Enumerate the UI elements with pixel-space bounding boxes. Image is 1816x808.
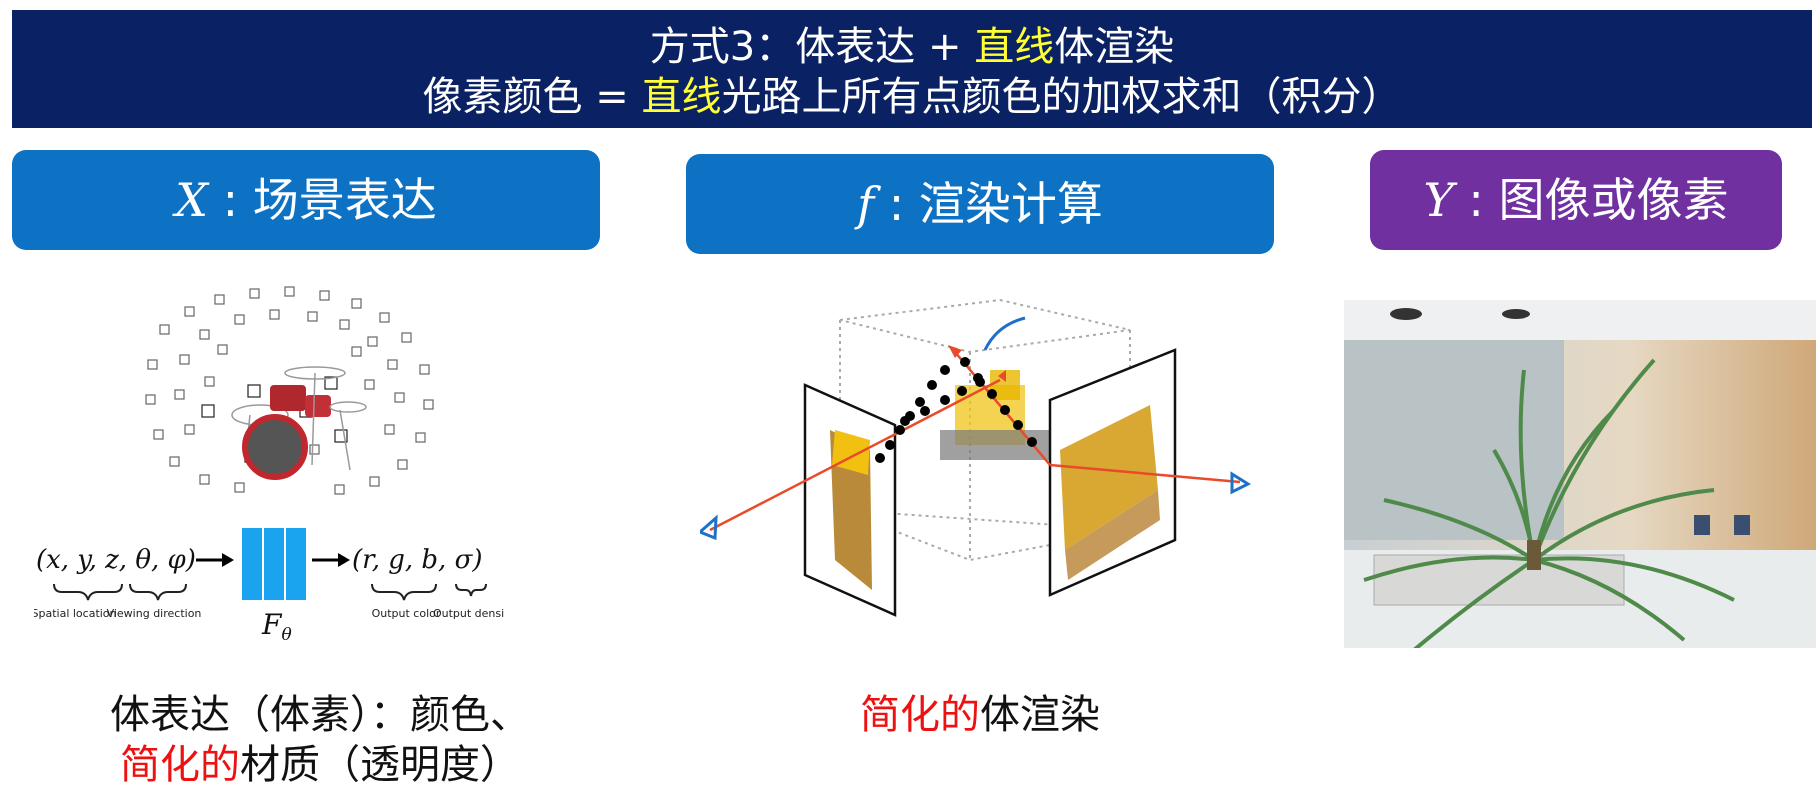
ray-arrow-left: [948, 345, 962, 358]
left-caption-line2: 简化的材质（透明度）: [60, 740, 580, 790]
title-banner: 方式3：体表达 + 直线体渲染 像素颜色 = 直线光路上所有点颜色的加权求和（积…: [12, 10, 1812, 128]
image-pixel-label: : 图像或像素: [1453, 173, 1729, 227]
banner-line1-highlight: 直线: [974, 24, 1055, 70]
banner-line1-text: 方式3：体表达 +: [649, 24, 975, 70]
sign-1: [1694, 515, 1710, 535]
banner-line2-suffix: 光路上所有点颜色的加权求和（积分）: [721, 74, 1402, 120]
network-label: Fθ: [261, 608, 292, 645]
camera-dome-illustration: [145, 286, 434, 495]
palm-trunk: [1527, 540, 1541, 570]
curved-indicator: [983, 316, 1026, 351]
image-pixel-header: Y : 图像或像素: [1370, 150, 1782, 250]
brace-spatial: [53, 583, 123, 601]
var-x: X: [175, 173, 208, 227]
var-y: Y: [1423, 173, 1454, 227]
ray-left: [709, 378, 1001, 532]
label-output-density: Output density: [433, 607, 504, 620]
camera-frustums: [145, 286, 434, 495]
ray-arrow-top: [998, 370, 1006, 382]
banner-line1-suffix: 体渲染: [1054, 24, 1175, 70]
sign-2: [1734, 515, 1750, 535]
scene-representation-label: : 场景表达: [208, 173, 437, 227]
scene-representation-header: X : 场景表达: [12, 150, 600, 250]
nerf-function-diagram: (x, y, z, θ, φ) Spatial location Viewing…: [34, 528, 504, 645]
network-layer-1: [242, 528, 262, 600]
left-caption-line1: 体表达（体素）：颜色、: [110, 692, 530, 738]
label-viewing-direction: Viewing direction: [107, 607, 202, 620]
left-caption-rest: 材质（透明度）: [240, 742, 520, 788]
render-computation-header: f : 渲染计算: [686, 154, 1274, 254]
palm-fronds: [1363, 358, 1735, 648]
middle-caption-emphasis: 简化的: [860, 692, 980, 738]
label-spatial-location: Spatial location: [34, 607, 117, 620]
left-caption-emphasis: 简化的: [120, 742, 240, 788]
brace-viewing: [129, 583, 187, 601]
brace-color: [371, 583, 437, 601]
volume-rendering-illustration: [700, 298, 1252, 617]
rendered-image-photo: [1344, 300, 1816, 648]
right-plane-render: [1060, 405, 1158, 550]
middle-caption: 简化的体渲染: [780, 690, 1180, 740]
ceiling-light-1: [1390, 308, 1422, 320]
label-output-color: Output color: [372, 607, 441, 620]
banner-line-2: 像素颜色 = 直线光路上所有点颜色的加权求和（积分）: [12, 74, 1812, 120]
input-tuple: (x, y, z, θ, φ): [36, 545, 196, 575]
camera-left-icon: [700, 514, 718, 541]
drum-set: [231, 366, 367, 480]
ceiling: [1344, 300, 1816, 340]
banner-line-1: 方式3：体表达 + 直线体渲染: [12, 24, 1812, 70]
ray-right: [1049, 463, 1241, 484]
left-wall: [1344, 340, 1564, 540]
right-plane-ground: [1065, 490, 1160, 580]
middle-caption-rest: 体渲染: [980, 692, 1100, 738]
ceiling-light-2: [1502, 309, 1530, 319]
render-computation-label: : 渲染计算: [874, 177, 1103, 231]
banner-line2-text: 像素颜色 =: [422, 74, 642, 120]
output-tuple: (r, g, b, σ): [352, 545, 482, 575]
var-f: f: [857, 177, 875, 231]
planter: [1373, 554, 1625, 606]
left-plane-render-top: [832, 430, 870, 475]
arrow-in-head: [222, 553, 234, 567]
arrow-out-head: [338, 553, 350, 567]
brace-density: [455, 583, 487, 597]
sample-points: [875, 357, 1037, 463]
left-caption: 体表达（体素）：颜色、 简化的材质（透明度）: [60, 690, 580, 790]
camera-right-icon: [1230, 471, 1252, 495]
banner-line2-highlight: 直线: [641, 74, 722, 120]
network-layer-3: [286, 528, 306, 600]
network-layer-2: [264, 528, 284, 600]
